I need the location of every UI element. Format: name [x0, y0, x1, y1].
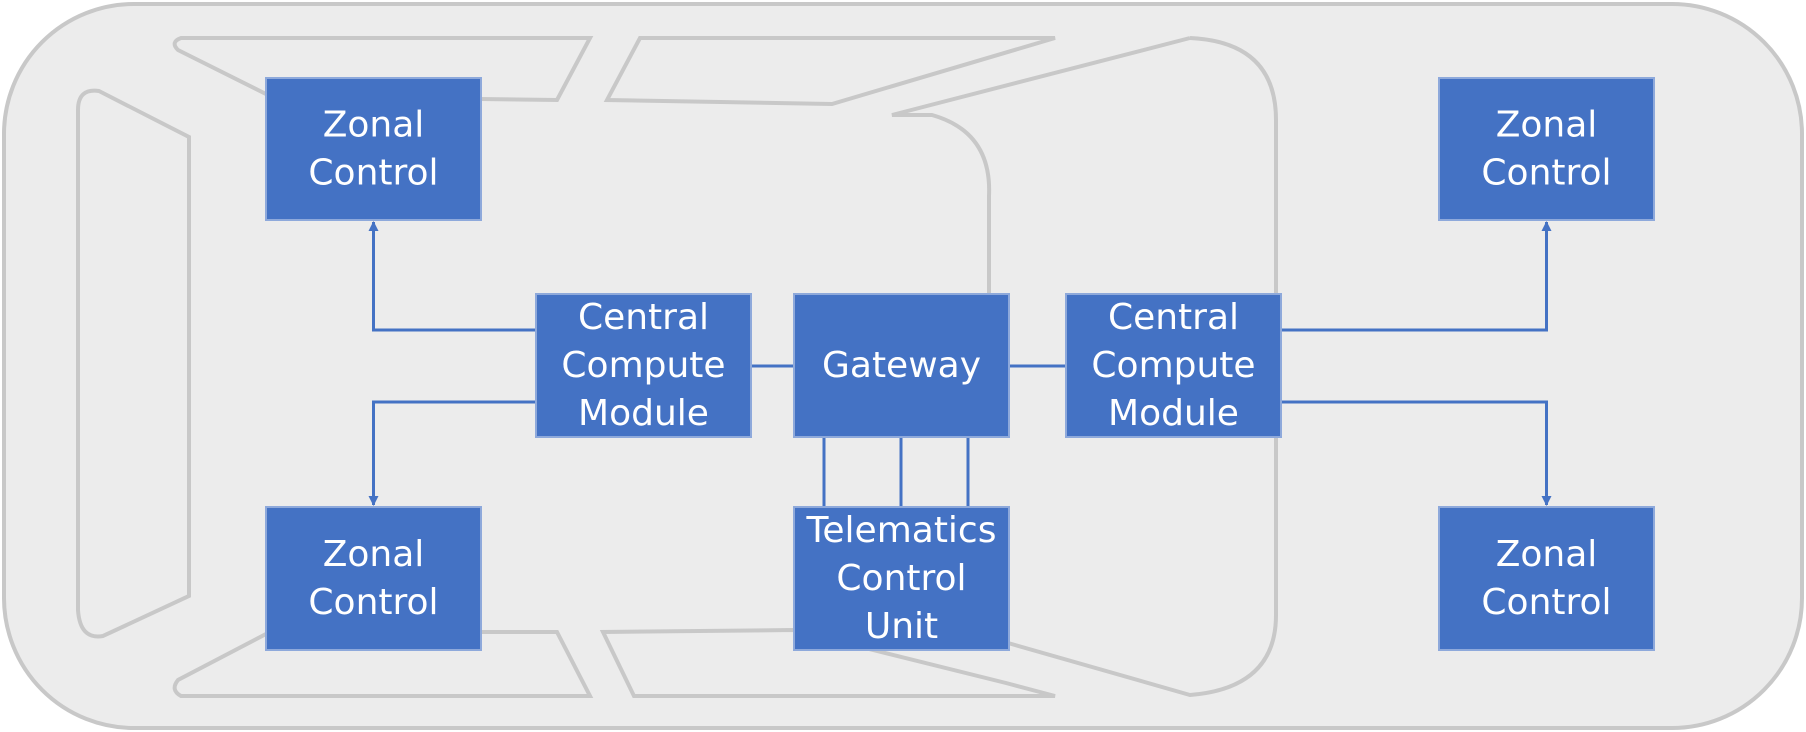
node-telematics-label-line-1: Telematics	[806, 510, 997, 551]
node-gateway-box	[793, 293, 1010, 438]
node-telematics-label-line-3: Unit	[865, 606, 938, 647]
car-roof-rear-left	[891, 36, 1191, 296]
connector-central-right-to-zonal-bottom-right	[1281, 400, 1552, 506]
node-central-right-label-line-3: Module	[1108, 393, 1239, 434]
node-zonal-top-right-label-line-2: Control	[1481, 153, 1611, 194]
car-front-windshield	[76, 88, 191, 639]
node-central-left-label-line-2: Compute	[561, 345, 725, 386]
node-central-left-label-line-1: Central	[578, 297, 709, 338]
node-telematics-label-line-2: Control	[836, 558, 966, 599]
node-zonal-bottom-right-box	[1438, 506, 1655, 651]
car-front-left-window	[172, 36, 594, 103]
node-central-left-label-line-3: Module	[578, 393, 709, 434]
node-gateway: Gateway	[793, 293, 1010, 438]
connectors	[368, 221, 1552, 507]
node-zonal-bottom-left-box	[265, 506, 482, 651]
node-central-left-box	[535, 293, 752, 438]
car-rear-windshield	[1007, 36, 1278, 698]
node-zonal-bottom-right-label-line-2: Control	[1481, 582, 1611, 623]
nodes: ZonalControlZonalControlZonalControlZona…	[265, 77, 1655, 651]
car-rear-left-window	[603, 36, 1056, 107]
node-zonal-top-right-label-line-1: Zonal	[1496, 105, 1598, 146]
node-zonal-top-right-box	[1438, 77, 1655, 221]
node-zonal-top-left-label-line-2: Control	[308, 153, 438, 194]
car-rear-right-window	[599, 627, 1056, 698]
node-telematics-box	[793, 506, 1010, 651]
node-zonal-top-left-label-line-1: Zonal	[323, 105, 425, 146]
connector-central-right-to-zonal-top-right	[1281, 221, 1552, 332]
node-zonal-bottom-left-label-line-1: Zonal	[323, 534, 425, 575]
car-front-right-window	[172, 630, 594, 698]
node-zonal-top-left-box	[265, 77, 482, 221]
node-gateway-label-line-1: Gateway	[822, 345, 981, 386]
node-zonal-bottom-right-label-line-1: Zonal	[1496, 534, 1598, 575]
connector-central-left-to-zonal-bottom-left	[368, 400, 536, 506]
node-central-right-box	[1065, 293, 1282, 438]
connector-central-left-to-zonal-top-left	[368, 221, 536, 332]
node-central-right-label-line-1: Central	[1108, 297, 1239, 338]
node-central-right-label-line-2: Compute	[1091, 345, 1255, 386]
node-zonal-bottom-left-label-line-2: Control	[308, 582, 438, 623]
